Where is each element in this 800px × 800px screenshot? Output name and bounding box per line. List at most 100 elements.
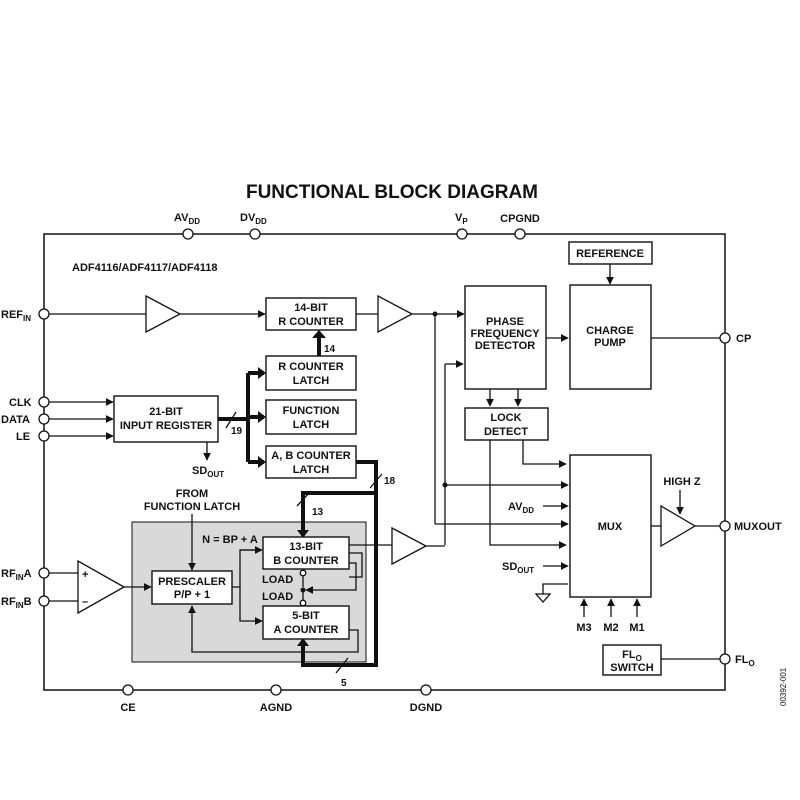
mux-block xyxy=(569,454,652,598)
high-z-label: HIGH Z xyxy=(663,476,701,488)
pin-rfina-label: RFINA xyxy=(1,568,32,582)
wire-into-a xyxy=(239,587,263,625)
bus-5-label: 5 xyxy=(341,678,347,689)
bus-13-slash xyxy=(296,491,311,507)
charge-pump-line1: CHARGE xyxy=(586,325,634,337)
m2-label: M2 xyxy=(603,622,618,634)
pin-refin xyxy=(38,308,50,320)
pin-dvdd-label: DVDD xyxy=(240,212,267,226)
pin-cp-label: CP xyxy=(736,333,751,345)
function-latch-block xyxy=(265,399,357,435)
lock-detect-line2: DETECT xyxy=(484,426,528,438)
from-function-latch-2: FUNCTION LATCH xyxy=(144,501,240,513)
bus-5-slash xyxy=(335,657,349,674)
phase-detector-block xyxy=(464,285,547,390)
wire-modulus-control xyxy=(188,605,359,653)
pin-rfinb xyxy=(38,595,50,607)
a-counter-block xyxy=(262,605,350,640)
amp-minus: – xyxy=(82,596,88,608)
arrow-ab-latch xyxy=(258,456,266,468)
arrow-r-latch xyxy=(258,367,266,379)
pin-dvdd xyxy=(249,228,261,240)
mux-sdout-label: SDOUT xyxy=(502,561,534,575)
pin-data-label: DATA xyxy=(1,414,30,426)
lock-detect-block xyxy=(464,407,549,441)
ab-counter-latch-line1: A, B COUNTER xyxy=(271,450,351,462)
figure-code: 00392-001 xyxy=(779,667,788,706)
muxout-buffer xyxy=(660,504,697,548)
prescaler-line1: PRESCALER xyxy=(158,576,226,588)
pin-flo-label: FLO xyxy=(735,654,755,668)
arrow-a-counter xyxy=(297,638,309,646)
pin-clk xyxy=(38,396,50,408)
load-label-2: LOAD xyxy=(262,591,293,603)
pin-ce-label: CE xyxy=(120,702,135,714)
pfd-line1: PHASE xyxy=(486,316,524,328)
bus-19-label: 19 xyxy=(231,426,243,437)
pin-dgnd xyxy=(420,684,432,696)
bus-19-slash xyxy=(225,411,237,429)
r-counter-latch-line2: LATCH xyxy=(293,375,330,387)
pin-flo xyxy=(719,653,731,665)
pfd-line3: DETECTOR xyxy=(475,340,535,352)
pin-rfina xyxy=(38,567,50,579)
load-node-2 xyxy=(299,599,307,607)
pin-vp xyxy=(456,228,468,240)
mux-avdd-label: AVDD xyxy=(508,501,534,515)
mux-label: MUX xyxy=(598,521,623,533)
b-counter-block xyxy=(262,536,350,570)
a-counter-line1: 5-BIT xyxy=(292,610,320,622)
ground-icon xyxy=(534,593,552,603)
pin-muxout-label: MUXOUT xyxy=(734,521,782,533)
arrow-b-counter xyxy=(297,530,309,538)
pin-le xyxy=(38,430,50,442)
load-node-1 xyxy=(299,569,307,577)
pin-agnd-label: AGND xyxy=(260,702,292,714)
bus-13-label: 13 xyxy=(312,507,324,518)
pin-muxout xyxy=(719,520,731,532)
wire-lock2-to-mux xyxy=(489,440,567,549)
wire-ground-mux xyxy=(542,583,568,594)
pin-data xyxy=(38,413,50,425)
bus-13-to-b-counter xyxy=(301,491,376,535)
lock-detect-line1: LOCK xyxy=(490,412,521,424)
pin-clk-label: CLK xyxy=(9,397,32,409)
sdout-label: SDOUT xyxy=(192,465,224,479)
pin-cp xyxy=(719,332,731,344)
junction-dot-2 xyxy=(442,482,448,488)
charge-pump-block xyxy=(569,284,652,390)
pin-cpgnd xyxy=(514,228,526,240)
pin-refin-label: REFIN xyxy=(1,309,31,323)
r-buffer xyxy=(377,294,414,334)
wire-lock-to-mux xyxy=(522,440,567,468)
from-function-latch-1: FROM xyxy=(176,488,208,500)
flo-switch-line1: FLO xyxy=(622,649,642,663)
pin-le-label: LE xyxy=(16,431,30,443)
bus-14-label: 14 xyxy=(324,344,336,355)
chip-outline xyxy=(43,233,726,691)
input-register-block xyxy=(113,395,219,443)
pin-cpgnd-label: CPGND xyxy=(500,213,540,225)
a-counter-line2: A COUNTER xyxy=(274,624,339,636)
charge-pump-line2: PUMP xyxy=(594,337,626,349)
function-latch-line2: LATCH xyxy=(293,419,330,431)
part-numbers: ADF4116/ADF4117/ADF4118 xyxy=(72,262,218,274)
pin-dgnd-label: DGND xyxy=(410,702,442,714)
arrow-function-latch xyxy=(258,411,266,423)
flo-switch-block xyxy=(602,644,662,676)
load-label-1: LOAD xyxy=(262,574,293,586)
bus-18-label: 18 xyxy=(384,476,396,487)
pin-ce xyxy=(122,684,134,696)
diagram-title: FUNCTIONAL BLOCK DIAGRAM xyxy=(246,182,538,203)
r-counter-line2: R COUNTER xyxy=(278,316,343,328)
pin-agnd xyxy=(270,684,282,696)
r-counter-line1: 14-BIT xyxy=(294,302,328,314)
reference-label: REFERENCE xyxy=(576,248,644,260)
b-counter-line2: B COUNTER xyxy=(273,555,338,567)
prescaler-block xyxy=(151,570,233,605)
r-counter-latch-line1: R COUNTER xyxy=(278,361,343,373)
m3-label: M3 xyxy=(576,622,591,634)
input-register-line2: INPUT REGISTER xyxy=(120,420,212,432)
n-buffer xyxy=(391,526,428,566)
